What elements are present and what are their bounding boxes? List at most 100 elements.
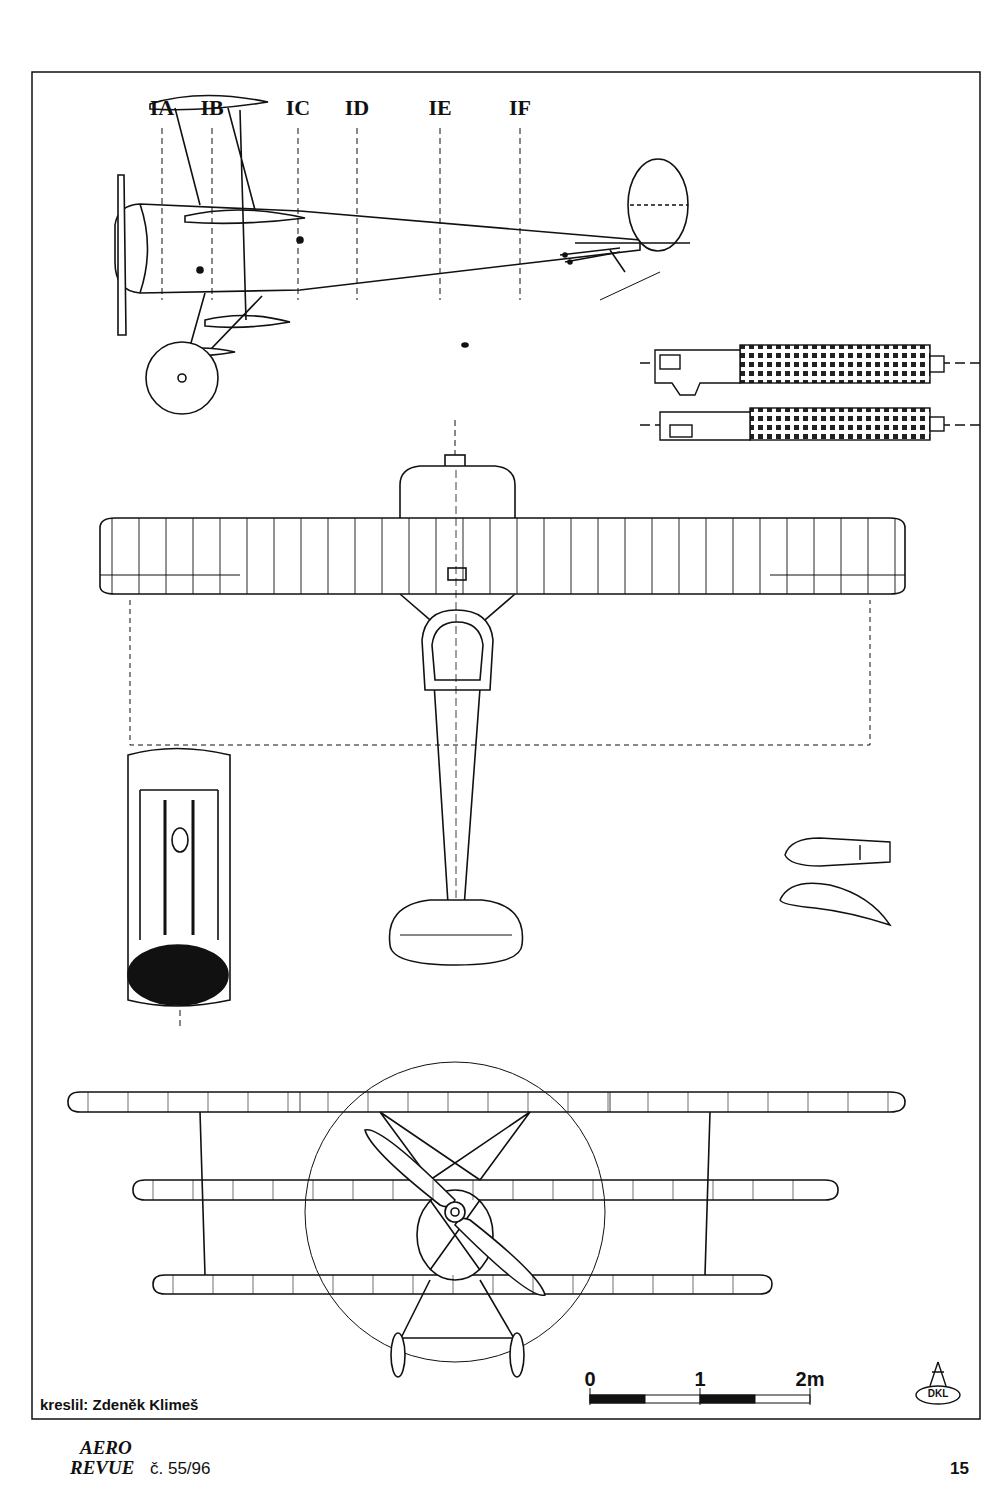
airfoil-section <box>785 838 890 866</box>
logo-mark <box>930 1362 946 1386</box>
magazine-title: AERO <box>80 1438 132 1457</box>
front-view <box>133 1180 838 1200</box>
front-view <box>768 1092 769 1112</box>
fuselage-section <box>172 828 188 852</box>
front-view <box>553 1180 554 1200</box>
front-view <box>513 1180 514 1200</box>
plan-view <box>328 518 329 594</box>
front-view <box>533 1275 534 1294</box>
front-view <box>568 1092 569 1112</box>
front-view <box>688 1092 689 1112</box>
fuselage-section <box>128 945 228 1005</box>
plan-view <box>382 518 383 594</box>
plan-view <box>625 518 626 594</box>
plan-view <box>456 470 457 960</box>
plan-view <box>895 518 896 594</box>
front-view <box>68 1092 905 1112</box>
plan-view <box>733 518 734 594</box>
section-line <box>162 128 163 300</box>
section-label: IC <box>286 97 310 119</box>
section-label: IA <box>150 97 174 119</box>
plan-view <box>112 518 895 594</box>
scale-number: 2m <box>796 1369 825 1389</box>
author-credit: kreslil: Zdeněk Klimeš <box>40 1397 198 1412</box>
front-view <box>448 1092 449 1112</box>
plan-view <box>100 518 905 594</box>
plan-view <box>787 518 788 594</box>
scale-bar <box>700 1395 755 1403</box>
scale-bar <box>590 1388 810 1405</box>
section-line <box>298 128 299 300</box>
front-view <box>888 1092 889 1112</box>
plan-view <box>274 518 275 594</box>
plan-view <box>463 518 464 594</box>
logo-mark <box>916 1386 960 1404</box>
section-line <box>520 128 521 300</box>
plan-view <box>841 518 842 594</box>
front-view <box>128 1092 129 1112</box>
section-line <box>440 128 441 300</box>
airfoil-section <box>780 838 890 925</box>
front-view <box>648 1092 649 1112</box>
plan-view <box>247 518 248 594</box>
plan-view <box>868 518 869 594</box>
front-view <box>153 1180 154 1200</box>
front-view <box>213 1275 214 1294</box>
front-view <box>88 1092 888 1112</box>
front-view <box>808 1092 809 1112</box>
front-view <box>353 1180 354 1200</box>
front-view <box>473 1180 474 1200</box>
section-label: IE <box>428 97 451 119</box>
plan-view <box>448 568 466 580</box>
machine-gun <box>660 412 750 440</box>
plan-view <box>390 900 523 965</box>
front-view <box>573 1275 574 1294</box>
section-label: IF <box>509 97 531 119</box>
airfoil-section <box>780 883 890 925</box>
front-view <box>193 1180 194 1200</box>
fuselage-section <box>180 990 181 1030</box>
side-view <box>146 342 218 414</box>
machine-gun <box>670 425 692 437</box>
side-view <box>178 374 186 382</box>
plan-view <box>436 518 437 594</box>
front-view <box>391 1333 405 1377</box>
fuselage-section <box>128 749 230 1031</box>
machine-gun <box>640 345 980 440</box>
issue-number: č. 55/96 <box>150 1460 211 1477</box>
plan-view <box>193 518 194 594</box>
scale-bar <box>590 1395 645 1403</box>
plan-view <box>166 518 167 594</box>
front-view <box>613 1275 614 1294</box>
fuselage-section <box>128 749 230 1007</box>
front-view <box>208 1092 209 1112</box>
section-line <box>357 128 358 300</box>
side-view <box>568 260 572 264</box>
section-line <box>212 128 213 300</box>
front-view <box>288 1092 289 1112</box>
front-view <box>673 1180 674 1200</box>
front-view <box>153 1180 793 1200</box>
magazine-title: REVUE <box>70 1458 134 1477</box>
section-line <box>162 128 520 300</box>
front-view <box>253 1275 254 1294</box>
plan-view <box>814 518 815 594</box>
airfoil-section <box>859 845 860 860</box>
front-view <box>488 1092 489 1112</box>
plan-view <box>432 622 483 680</box>
side-view <box>115 204 640 293</box>
side-view <box>563 253 567 257</box>
plan-view <box>455 420 456 460</box>
front-view <box>68 1062 905 1377</box>
front-view <box>305 1062 605 1362</box>
logo-mark <box>916 1362 960 1404</box>
front-view <box>493 1275 494 1294</box>
front-view <box>233 1180 234 1200</box>
side-view <box>628 159 688 251</box>
side-view <box>118 175 126 335</box>
side-view <box>462 343 468 347</box>
side-view <box>185 210 305 223</box>
plan-view <box>544 518 545 594</box>
front-view <box>408 1092 409 1112</box>
front-view <box>88 1092 89 1112</box>
